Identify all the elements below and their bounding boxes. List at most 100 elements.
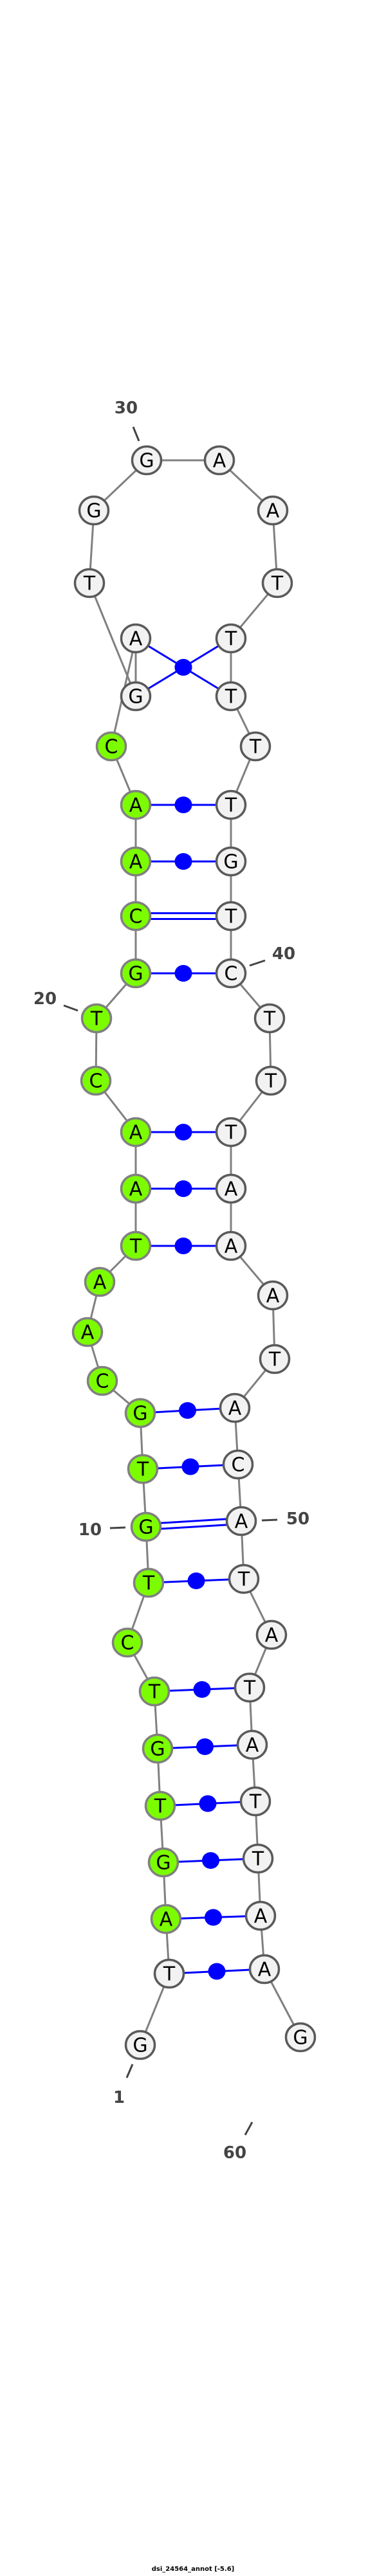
nucleotide-36: T [239,731,271,762]
nucleotide-letter: T [225,628,237,651]
nucleotide-59: G [284,2022,317,2053]
nucleotide-letter: G [128,963,143,986]
nucleotide-24: A [120,789,152,820]
nucleotide-letter: T [142,1572,155,1595]
nucleotide-26: A [120,623,152,654]
nucleotide-circle [203,445,235,476]
backbone-segment [88,582,137,697]
nucleotide-circle [257,1280,289,1311]
nucleotide-circle [131,445,163,476]
nucleotide-letter: T [263,1008,276,1031]
nucleotide-letter: C [105,736,118,759]
nucleotide-4: G [147,1847,179,1878]
nucleotide-letter: G [156,1852,170,1875]
position-label-10: 10 [78,1520,102,1540]
position-tick [63,1004,78,1012]
nucleotide-letter: A [265,1625,279,1647]
nucleotide-circle [253,1003,286,1034]
nucleotide-50: A [225,1506,257,1536]
nucleotide-circle [257,495,289,526]
nucleotide-25: C [95,731,127,762]
position-tick [125,2064,134,2078]
nucleotide-33: T [261,568,293,599]
nucleotide-circle [71,1317,104,1347]
nucleotide-51: T [228,1563,260,1594]
nucleotide-letter: A [81,1322,95,1344]
position-label-1: 1 [113,2088,125,2107]
nucleotide-32: A [257,495,289,526]
nucleotide-circle [144,1790,176,1821]
nucleotide-27: G [120,681,152,712]
nucleotide-letter: A [266,500,280,523]
pair-dot [174,659,192,676]
nucleotide-circle [86,1365,118,1396]
nucleotide-circle [130,1511,162,1542]
nucleotide-57: A [244,1900,277,1931]
nucleotide-circle [120,846,152,877]
nucleotide-circle [147,1847,179,1878]
position-tick [109,1526,126,1529]
pair-dot [205,1909,222,1926]
nucleotide-2: T [153,1958,185,1989]
nucleotide-circle [215,681,247,712]
nucleotide-letter: T [264,1070,277,1093]
nucleotide-letter: G [128,686,143,708]
nucleotide-53: T [234,1672,266,1703]
nucleotide-1: G [124,2030,156,2060]
nucleotide-31: A [203,445,235,476]
nucleotide-38: G [215,846,247,877]
nucleotide-circle [234,1672,266,1703]
nucleotide-circle [228,1563,260,1594]
nucleotide-circle [120,1117,152,1148]
nucleotide-circle [261,568,293,599]
pair-dot [179,1402,196,1419]
nucleotide-letter: T [225,795,237,817]
nucleotide-letter: T [225,686,237,708]
nucleotide-circle [215,789,247,820]
nucleotide-11: T [127,1454,159,1484]
nucleotide-10: G [130,1511,162,1542]
nucleotide-circle [215,1230,247,1261]
nucleotide-letter: A [254,1905,268,1928]
nucleotide-circle [133,1567,165,1598]
nucleotide-letter: T [148,1681,161,1704]
nucleotide-letter: A [266,1285,280,1308]
nucleotide-letter: T [154,1796,167,1818]
nucleotide-letter: T [163,1963,176,1986]
nucleotide-circle [239,731,271,762]
pair-dot [181,1458,199,1475]
pair-dot [174,1180,192,1197]
nucleotide-circle [255,1065,287,1096]
nucleotide-letter: C [121,1632,134,1655]
nucleotide-letter: G [150,1738,165,1761]
nucleotide-circle [78,495,110,526]
nucleotide-circle [215,958,247,989]
position-label-30: 30 [115,399,138,418]
nucleotide-23: A [120,846,152,877]
nucleotide-letter: G [139,450,154,473]
nucleotide-52: A [255,1619,288,1650]
nucleotide-9: T [133,1567,165,1598]
position-tick [249,959,266,967]
nucleotide-letter: C [232,1454,245,1477]
nucleotide-circle [120,789,152,820]
position-label-60: 60 [223,2143,246,2163]
nucleotide-letter: T [249,1791,262,1814]
nucleotide-43: T [215,1117,247,1148]
nucleotide-letter: T [268,1349,281,1371]
nucleotide-letter: T [243,1677,256,1700]
pair-dot [208,1963,226,1980]
nucleotide-circle [124,2030,156,2060]
nucleotide-21: G [120,958,152,989]
nucleotide-letter: A [129,1178,143,1201]
nucleotide-41: T [253,1003,286,1034]
nucleotide-circle [219,1392,251,1423]
nucleotide-30: G [131,445,163,476]
nucleotide-circle [127,1454,159,1484]
nucleotide-letter: T [129,1236,142,1258]
nucleotide-12: G [124,1398,156,1428]
nucleotide-35: T [215,681,247,712]
nucleotide-circle [225,1506,257,1536]
